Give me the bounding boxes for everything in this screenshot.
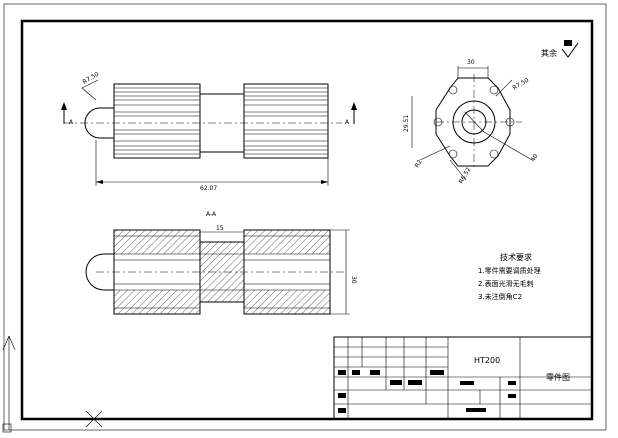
cursor-cross-icon	[85, 410, 103, 428]
note-item-1: 1.零件需要调质处理	[478, 266, 541, 275]
section-mark-left: A	[69, 119, 74, 126]
material-label: HT200	[474, 356, 500, 365]
front-view: R7.50 A A 62.07	[61, 71, 357, 192]
technical-notes: 技术要求 1.零件需要调质处理 2.表面光滑无毛刺 3.未注倒角C2	[478, 252, 541, 301]
length-dimension: 62.07	[200, 185, 217, 192]
part-name-label: 零件图	[546, 372, 570, 382]
roughness-symbol-icon	[561, 42, 579, 58]
inner-frame	[20, 19, 594, 421]
side-view: 30 29.51 R7.50 40 R2 R6.52	[403, 59, 540, 185]
title-block: HT200 零件图	[333, 336, 593, 420]
side-dim-br: 40	[530, 153, 540, 163]
surface-finish-label: 其余	[541, 48, 557, 58]
section-view: A-A 15 30	[85, 211, 357, 315]
section-mark-right: A	[345, 119, 350, 126]
note-item-3: 3.未注倒角C2	[478, 292, 522, 301]
note-item-2: 2.表面光滑无毛刺	[478, 279, 534, 288]
ucs-icon	[2, 335, 16, 433]
outer-border	[3, 3, 607, 431]
section-dim-center: 15	[216, 225, 224, 232]
side-dim-left: 29.51	[403, 115, 410, 132]
side-dim-top: 30	[467, 59, 475, 66]
side-dim-radius: R7.50	[512, 77, 531, 92]
section-dim-right: 30	[350, 276, 357, 284]
side-dim-bl2: R2	[414, 158, 424, 169]
section-title: A-A	[206, 211, 217, 218]
side-dim-bl: R6.52	[458, 166, 473, 185]
surface-finish-note: 其余	[541, 40, 579, 58]
notes-title: 技术要求	[500, 252, 532, 262]
